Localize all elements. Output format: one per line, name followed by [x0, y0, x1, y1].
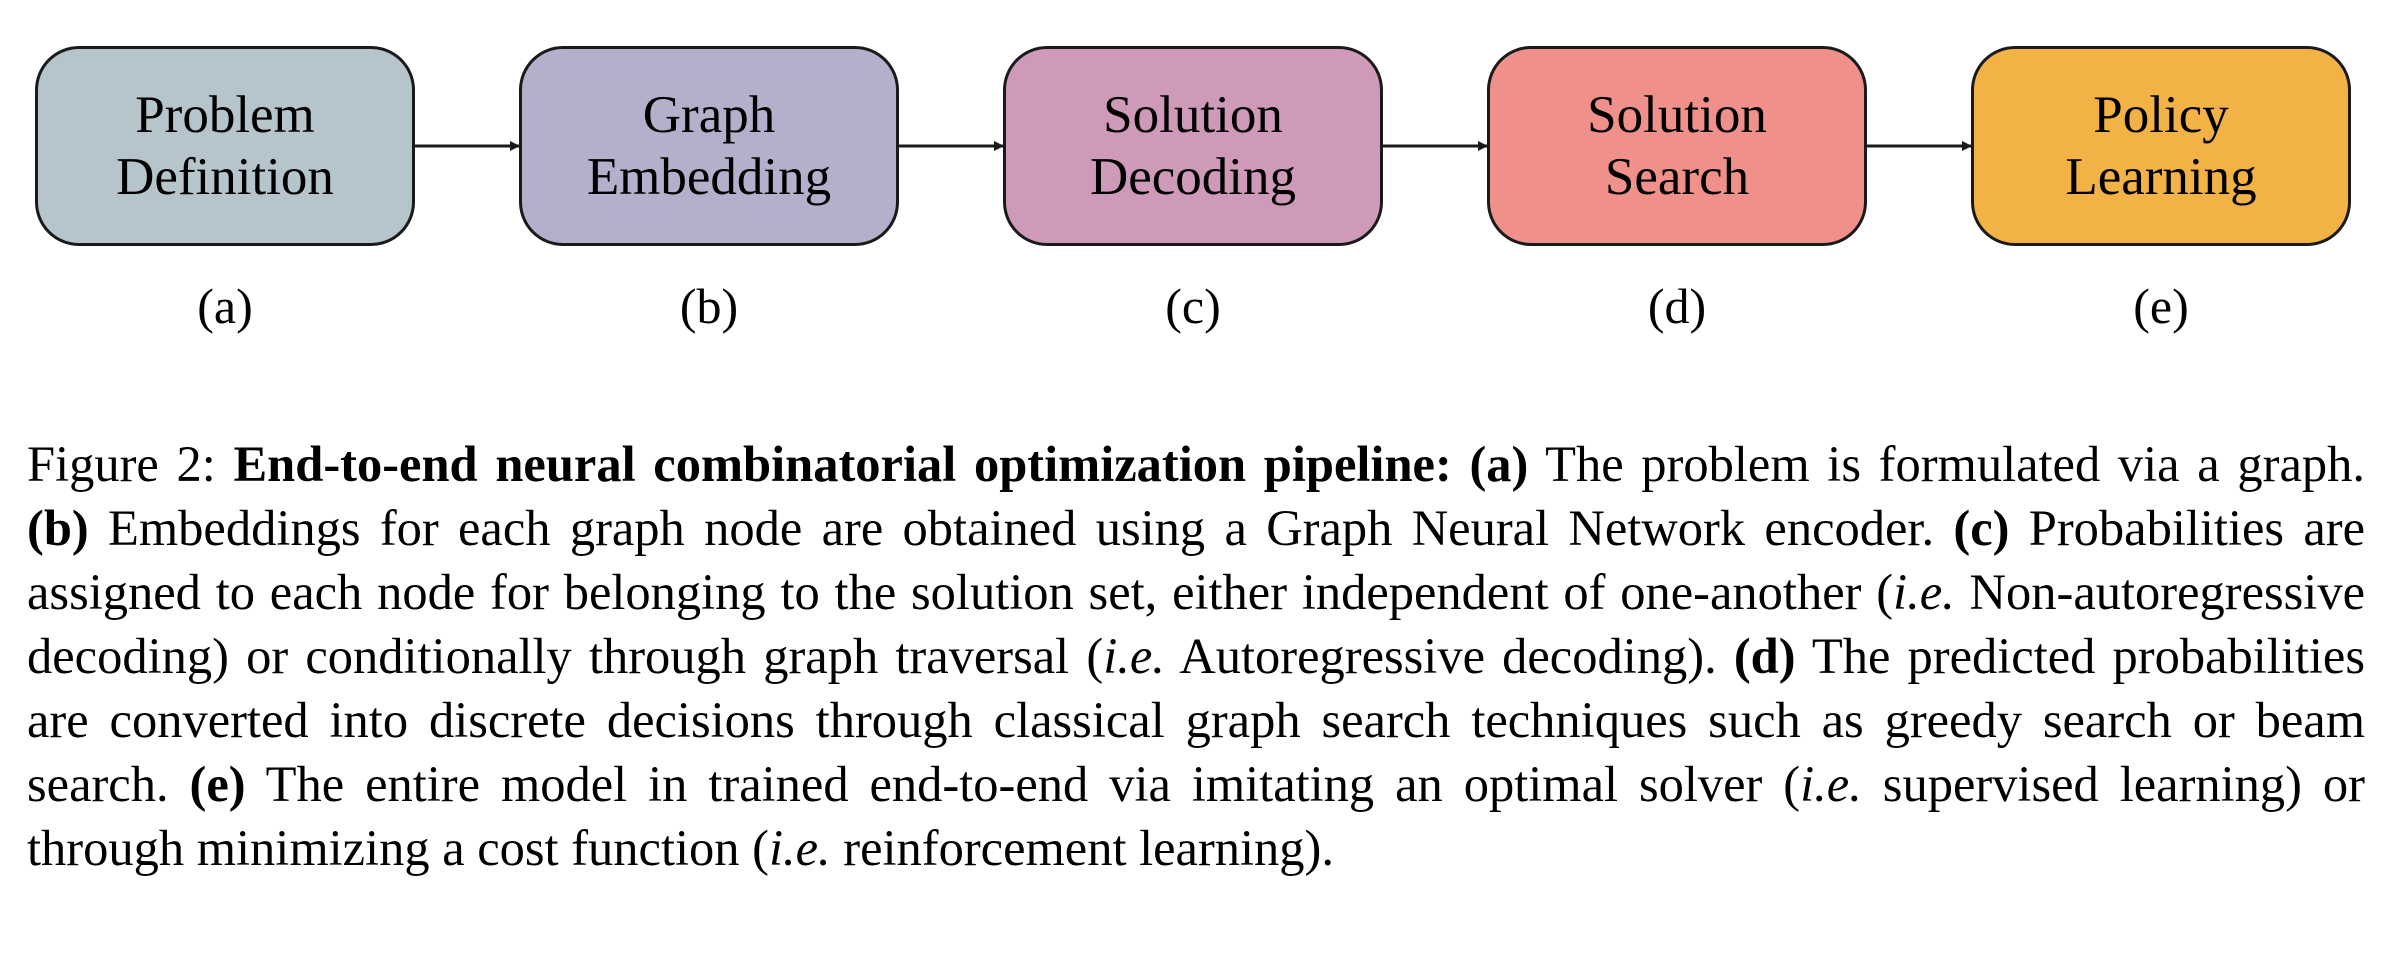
caption-text-d: The predicted probabilities are converte… [27, 628, 2365, 812]
step-tag-b: (b) [679, 278, 739, 334]
caption-prefix: Figure 2: [27, 436, 234, 492]
caption-text-c3: Autoregressive decoding). [1164, 628, 1734, 684]
figure-caption: Figure 2: End-to-end neural combinatoria… [27, 432, 2365, 880]
step-box-solution-decoding: Solution Decoding [1003, 46, 1383, 246]
pipeline-arrows [415, 141, 1972, 151]
step-box-problem-definition: Problem Definition [35, 46, 415, 246]
caption-title: End-to-end neural combinatorial optimiza… [233, 436, 1452, 492]
step-box-label: Policy Learning [2065, 86, 2257, 206]
caption-text-e1: The entire model in trained end-to-end v… [245, 756, 1801, 812]
caption-text-c1: Probabilities are assigned to each node … [27, 500, 2366, 620]
caption-text-b: Embeddings for each graph node are obtai… [88, 500, 1954, 556]
caption-ie: i.e. [1893, 564, 1955, 620]
caption-tag-c: (c) [1953, 500, 2010, 556]
caption-text-e3: reinforcement learning). [830, 820, 1335, 876]
step-tag-e: (e) [2133, 278, 2189, 334]
caption-ie: i.e. [768, 820, 831, 876]
caption-tag-e: (e) [189, 756, 246, 812]
caption-tag-b: (b) [27, 500, 89, 556]
caption-text-e2: supervised learning) or through minimizi… [27, 756, 2365, 876]
caption-text-c2: Non-autoregressive decoding) or conditio… [27, 564, 2365, 684]
step-box-policy-learning: Policy Learning [1971, 46, 2351, 246]
caption-text-a: The problem is formulated via a graph. [1528, 436, 2365, 492]
step-box-graph-embedding: Graph Embedding [519, 46, 899, 246]
caption-tag-a: (a) [1469, 436, 1529, 492]
step-box-label: Solution Decoding [1089, 86, 1297, 206]
step-box-label: Graph Embedding [586, 86, 832, 206]
step-tag-c: (c) [1165, 278, 1221, 334]
step-tag-a: (a) [197, 278, 253, 334]
caption-ie: i.e. [1800, 756, 1862, 812]
pipeline-diagram: Problem Definition Graph Embedding Solut… [0, 0, 2392, 360]
step-box-label: Problem Definition [116, 86, 334, 206]
step-box-label: Solution Search [1587, 86, 1767, 206]
caption-tag-d: (d) [1733, 628, 1796, 684]
step-tag-d: (d) [1647, 278, 1707, 334]
caption-ie: i.e. [1103, 628, 1165, 684]
step-box-solution-search: Solution Search [1487, 46, 1867, 246]
